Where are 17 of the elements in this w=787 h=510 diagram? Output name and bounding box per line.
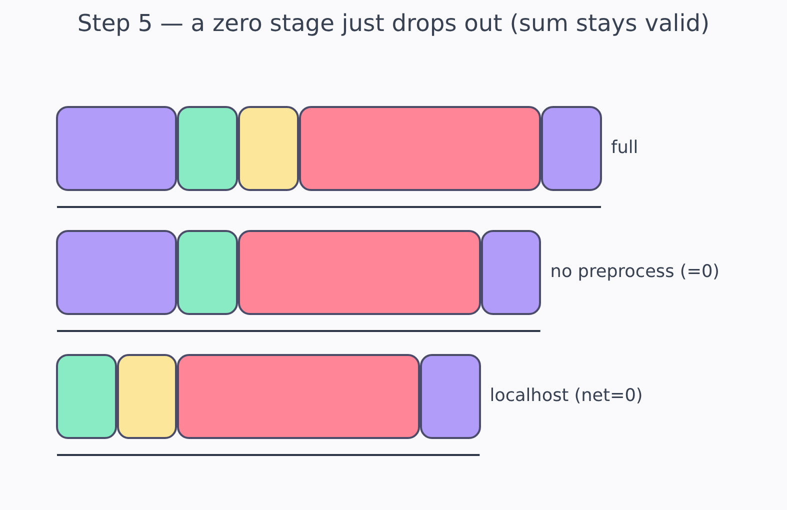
row-label: localhost (net=0) bbox=[490, 384, 643, 406]
bar-segment bbox=[56, 106, 178, 191]
bar-segment bbox=[238, 230, 481, 315]
row-label: no preprocess (=0) bbox=[550, 260, 720, 282]
bar-segment bbox=[420, 354, 481, 439]
row-label: full bbox=[611, 136, 638, 158]
bar-segment bbox=[177, 354, 420, 439]
bar-segment bbox=[116, 354, 178, 439]
title: Step 5 — a zero stage just drops out (sum stays valid) bbox=[76, 9, 711, 39]
bar-segment bbox=[480, 230, 542, 315]
bar-segment bbox=[177, 106, 238, 191]
bar-segment bbox=[298, 106, 542, 191]
bar-segment bbox=[56, 230, 178, 315]
bar-segment bbox=[56, 354, 117, 439]
bar-segment bbox=[177, 230, 238, 315]
bar-segment bbox=[238, 106, 299, 191]
bar-segment bbox=[541, 106, 602, 191]
